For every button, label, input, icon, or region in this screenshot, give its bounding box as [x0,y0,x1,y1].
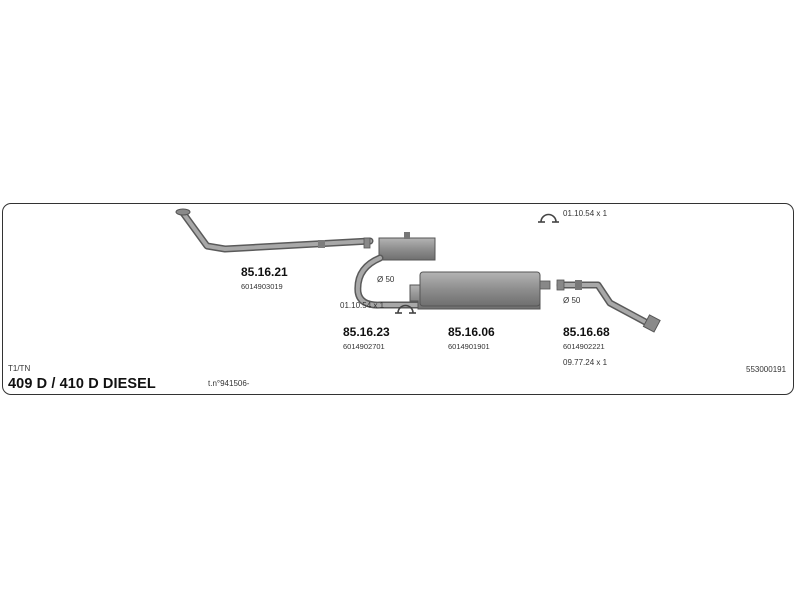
diagram-frame [2,203,794,395]
oem-number-tail-pipe: 6014902221 [563,342,605,351]
clamp-left-icon [395,304,416,314]
front-pipe-icon [175,208,374,253]
model-code: T1/TN [8,364,31,373]
kit-rear-label: 09.77.24 x 1 [563,358,608,367]
clamp-top-icon [538,213,559,223]
model-name: 409 D / 410 D DIESEL [8,376,156,392]
diameter-left-label: Ø 50 [377,275,395,284]
catalog-number: 553000191 [746,365,787,374]
middle-silencer-icon [354,232,436,309]
diameter-right-label: Ø 50 [563,296,581,305]
oem-number-rear-silencer: 6014901901 [448,342,490,351]
tail-pipe-icon [556,279,661,333]
part-number-front-pipe[interactable]: 85.16.21 [241,265,288,279]
rear-silencer-icon [409,271,551,310]
part-number-rear-silencer[interactable]: 85.16.06 [448,325,495,339]
part-number-middle-silencer[interactable]: 85.16.23 [343,325,390,339]
clamp-left-label: 01.10.54 x 1 [340,301,385,310]
serial-note: t.n°941506- [208,379,250,388]
clamp-top-label: 01.10.54 x 1 [563,209,608,218]
part-number-tail-pipe[interactable]: 85.16.68 [563,325,610,339]
oem-number-middle-silencer: 6014902701 [343,342,385,351]
oem-number-front-pipe: 6014903019 [241,282,283,291]
